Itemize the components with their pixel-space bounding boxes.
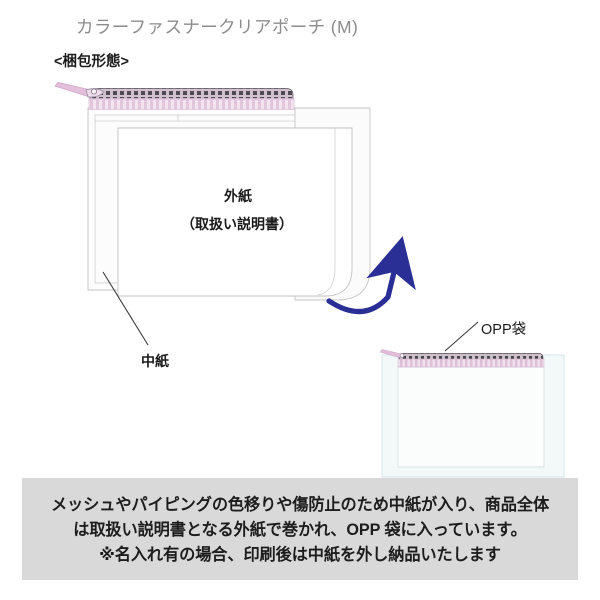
label-opp-bag: OPP袋: [481, 322, 527, 338]
rotation-arrow-path: [326, 236, 416, 315]
packaging-illustration: [54, 82, 565, 478]
label-outer-paper: 外紙: [224, 188, 252, 204]
note-line-1: メッシュやパイピングの色移りや傷防止のため中紙が入り、商品全体: [50, 495, 550, 514]
opp-bag-pouch-zipper-teeth: [398, 359, 544, 367]
inner-paper-leader-line: [102, 271, 149, 346]
note-line-2: は取扱い説明書となる外紙で巻かれ、OPP 袋に入っています。: [73, 520, 527, 539]
zipper-slider-ring: [90, 88, 98, 95]
opp-bag-pouch-zipper-outline: [397, 358, 545, 368]
opp-bag-pouch-zipper-rail: [398, 353, 544, 360]
opp-bag-pouch-slider-ring: [399, 353, 405, 358]
opp-bag-leader-line: [444, 321, 479, 352]
rotation-arrow: [326, 236, 416, 315]
outer-paper-fold-crease: [317, 128, 336, 296]
note-line-3: ※名入れ有の場合、印刷後は中紙を外し納品いたします: [99, 545, 501, 564]
zipper-teeth: [89, 100, 294, 110]
label-outer-paper-subtitle: （取扱い説明書）: [181, 216, 293, 232]
label-inner-paper: 中紙: [141, 353, 169, 369]
page-title: カラーファスナークリアポーチ (M): [76, 17, 359, 37]
zipper-assembly-main: [54, 82, 295, 110]
inner-paper-callout: [102, 271, 149, 346]
opp-bag-group: [380, 321, 565, 478]
zipper-band-outline: [88, 98, 295, 110]
outer-paper-wrap: [117, 107, 371, 301]
opp-bag-inner-pouch-body: [397, 366, 545, 468]
zipper-top-rail: [89, 88, 294, 100]
outer-paper-front-face: [117, 127, 353, 297]
section-heading-packaging-form: <梱包形態>: [54, 54, 129, 70]
note-panel: メッシュやパイピングの色移りや傷防止のため中紙が入り、商品全体 は取扱い説明書と…: [22, 478, 578, 580]
